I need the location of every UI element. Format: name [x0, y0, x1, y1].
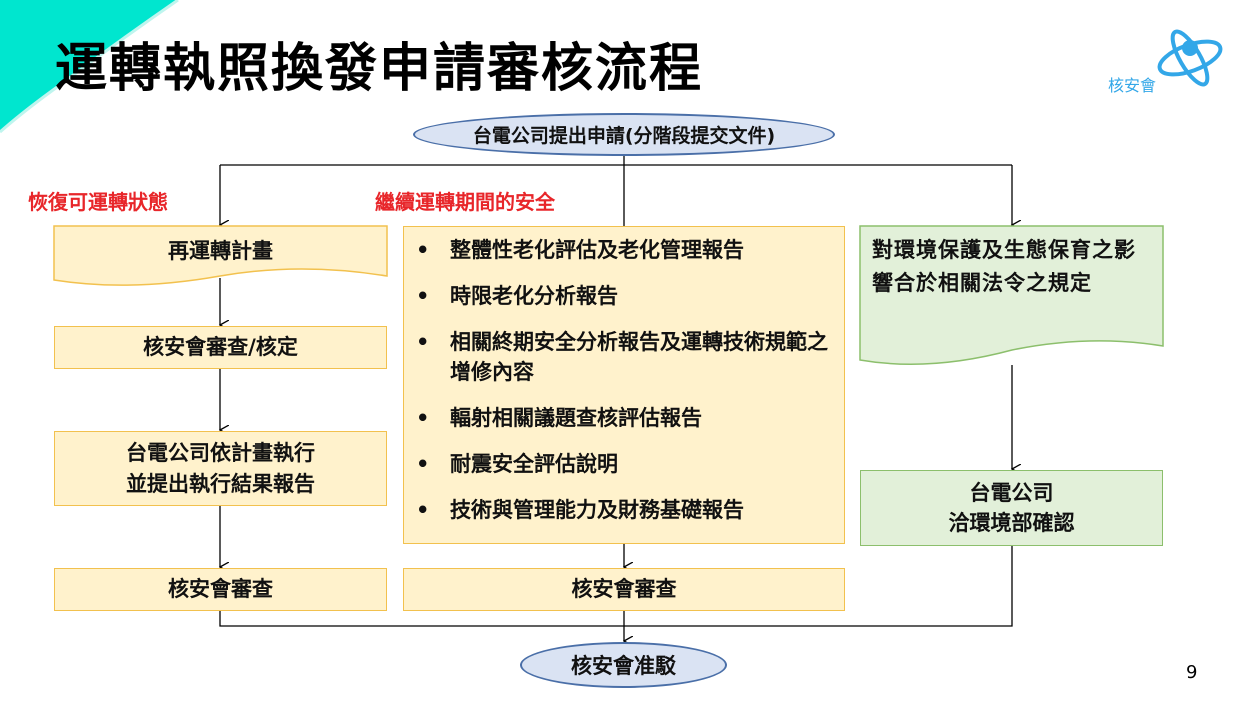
- teal-corner-shape: [0, 0, 178, 132]
- doc-shape-right: [859, 225, 1164, 365]
- report-item: 輻射相關議題查核評估報告: [404, 403, 836, 433]
- center-heading: 繼續運轉期間的安全: [375, 190, 555, 214]
- confirm-line-2: 洽環境部確認: [948, 511, 1075, 535]
- center-report-list: 整體性老化評估及老化管理報告 時限老化分析報告 相關終期安全分析報告及運轉技術規…: [403, 226, 845, 544]
- page-title: 運轉執照換發申請審核流程: [55, 39, 704, 99]
- start-node: 台電公司提出申請(分階段提交文件): [413, 113, 835, 156]
- report-item: 整體性老化評估及老化管理報告: [404, 235, 836, 265]
- center-review: 核安會審查: [403, 568, 845, 611]
- report-item: 技術與管理能力及財務基礎報告: [404, 495, 836, 525]
- report-item: 耐震安全評估說明: [404, 449, 836, 479]
- page-number: 9: [1186, 662, 1198, 683]
- execute-line-1: 台電公司依計畫執行: [126, 441, 315, 466]
- end-node: 核安會准駁: [520, 642, 727, 688]
- left-step-execute: 台電公司依計畫執行 並提出執行結果報告: [54, 431, 387, 506]
- report-item: 時限老化分析報告: [404, 281, 836, 311]
- logo-text: 核安會: [1108, 76, 1157, 95]
- report-item: 相關終期安全分析報告及運轉技術規範之增修內容: [404, 327, 836, 387]
- left-heading: 恢復可運轉狀態: [28, 190, 168, 214]
- execute-line-2: 並提出執行結果報告: [126, 471, 315, 496]
- confirm-line-1: 台電公司: [969, 480, 1054, 505]
- left-step-review-approve: 核安會審查/核定: [54, 326, 387, 369]
- left-step-restart-plan: 再運轉計畫: [168, 238, 273, 263]
- left-step-review: 核安會審查: [54, 568, 387, 611]
- right-confirm-box: 台電公司 洽環境部確認: [860, 470, 1163, 546]
- nsc-logo-icon: [1157, 29, 1223, 87]
- doc-shape-left: [53, 225, 388, 286]
- right-environment-doc: 對環境保護及生態保育之影響合於相關法令之規定: [872, 238, 1136, 295]
